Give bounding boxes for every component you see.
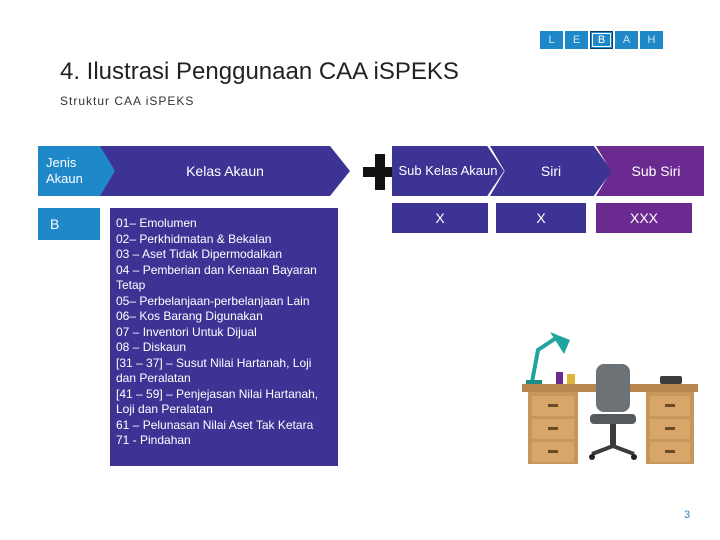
nav-item-l[interactable]: L bbox=[540, 31, 563, 49]
kelas-akaun-list: 01– Emolumen 02– Perkhidmatan & Bekalan … bbox=[110, 208, 338, 466]
kelas-akaun-header: Kelas Akaun bbox=[100, 146, 350, 196]
phone-icon bbox=[660, 376, 682, 384]
nav-item-a[interactable]: A bbox=[615, 31, 638, 49]
sub-siri-value: XXX bbox=[596, 203, 692, 233]
kelas-item: 71 - Pindahan bbox=[116, 433, 191, 447]
siri-value: X bbox=[496, 203, 586, 233]
sub-kelas-akaun-value: X bbox=[392, 203, 488, 233]
kelas-item: [31 – 37] – Susut Nilai Hartanah, Loji d… bbox=[116, 355, 315, 386]
plus-icon bbox=[363, 154, 397, 190]
nav-item-e[interactable]: E bbox=[565, 31, 588, 49]
office-chair-icon bbox=[589, 364, 637, 460]
office-desk-illustration bbox=[522, 332, 698, 464]
kelas-item: 07 – Inventori Untuk Dijual bbox=[116, 324, 257, 339]
kelas-item: 03 – Aset Tidak Dipermodalkan bbox=[116, 247, 283, 261]
kelas-item: 05– Perbelanjaan-perbelanjaan Lain bbox=[116, 293, 310, 308]
desk-lamp-icon bbox=[526, 332, 570, 384]
jenis-akaun-header: Jenis Akaun bbox=[38, 146, 116, 196]
kelas-item: 04 – Pemberian dan Kenaan Bayaran Tetap bbox=[116, 262, 320, 293]
sub-siri-header: Sub Siri bbox=[596, 146, 704, 196]
kelas-item: 08 – Diskaun bbox=[116, 340, 187, 354]
kelas-item: 01– Emolumen bbox=[116, 216, 197, 230]
nav-item-b[interactable]: B bbox=[590, 31, 613, 49]
kelas-item: 61 – Pelunasan Nilai Aset Tak Ketara bbox=[116, 417, 314, 432]
kelas-item: 02– Perkhidmatan & Bekalan bbox=[116, 231, 272, 246]
sub-kelas-akaun-header: Sub Kelas Akaun bbox=[392, 146, 504, 196]
kelas-item: [41 – 59] – Penjejasan Nilai Hartanah, L… bbox=[116, 386, 322, 417]
section-nav: L E B A H bbox=[540, 31, 663, 49]
kelas-item: 06– Kos Barang Digunakan bbox=[116, 309, 263, 323]
jenis-akaun-value: B bbox=[38, 208, 100, 240]
page-number: 3 bbox=[684, 509, 691, 521]
nav-item-h[interactable]: H bbox=[640, 31, 663, 49]
pencil-holder-icon bbox=[567, 374, 575, 384]
siri-header: Siri bbox=[490, 146, 612, 196]
page-title: 4. Ilustrasi Penggunaan CAA iSPEKS bbox=[60, 58, 459, 85]
page-subtitle: Struktur CAA iSPEKS bbox=[60, 94, 195, 108]
cup-icon bbox=[556, 372, 563, 384]
